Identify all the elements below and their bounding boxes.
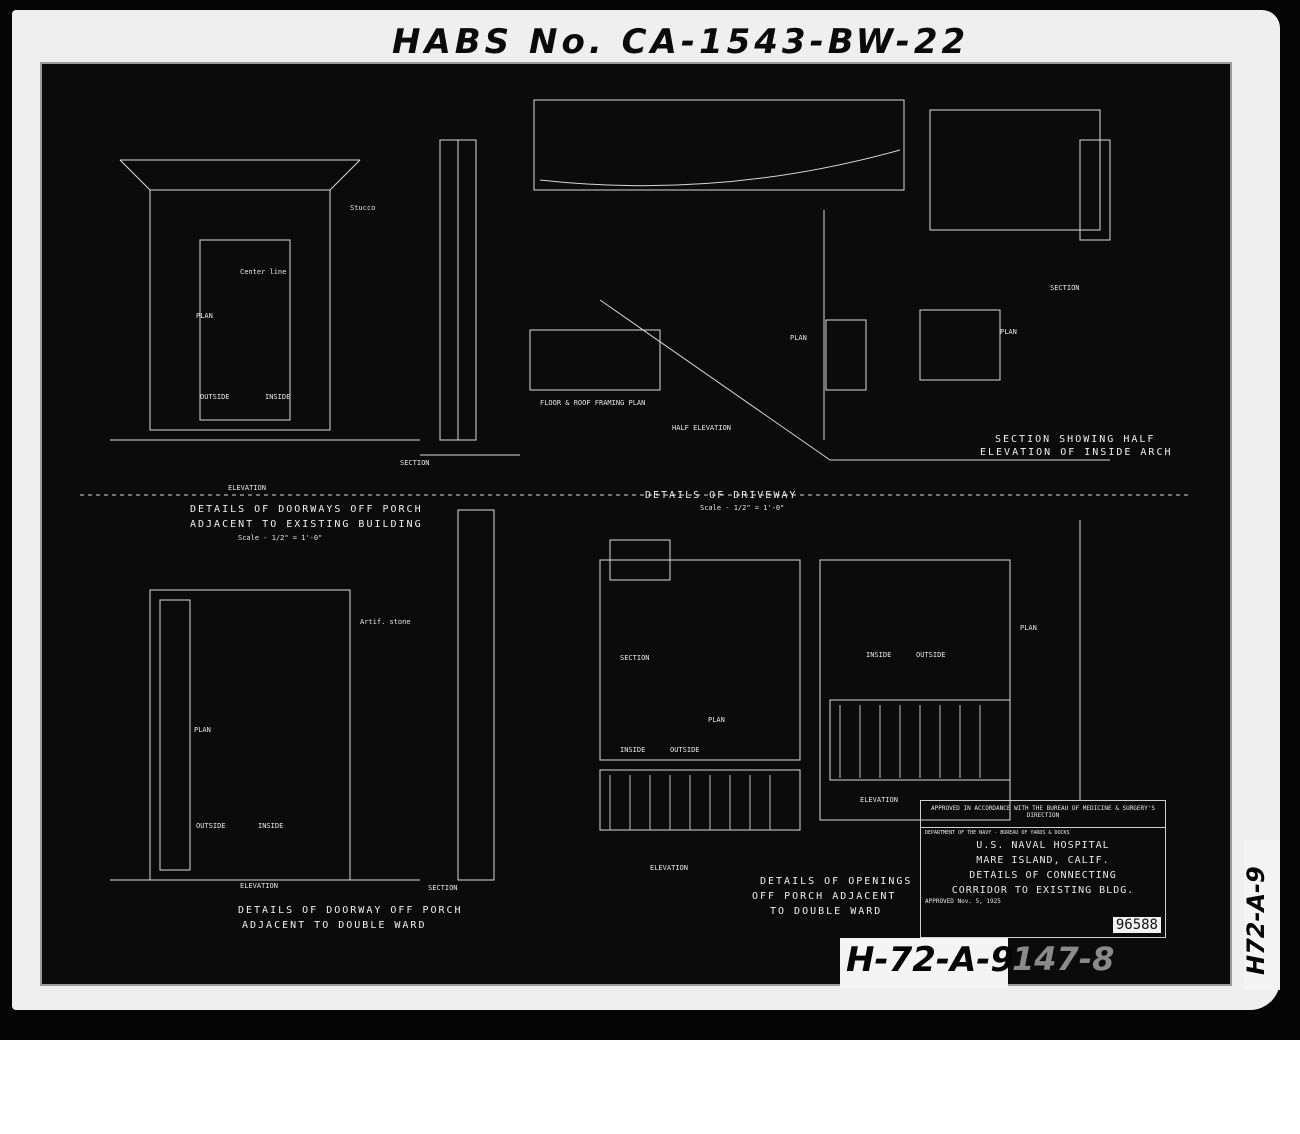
label-outside-tl: OUTSIDE (200, 393, 230, 401)
title-section-half-2: ELEVATION OF INSIDE ARCH (980, 447, 1173, 458)
sheet-tag-background (840, 938, 1008, 988)
drawing-number: 96588 (1112, 917, 1161, 933)
label-center-line: Center line (240, 268, 286, 276)
openings-elevation (599, 559, 801, 761)
sheet-number: 147-8 (1012, 940, 1115, 978)
title-block-line4: CORRIDOR TO EXISTING BLDG. (951, 885, 1135, 896)
title-half-elevation: HALF ELEVATION (672, 424, 731, 432)
blueprint-sheet (40, 62, 1232, 986)
label-scale-tl: Scale - 1/2" = 1'-0" (238, 534, 322, 542)
photo-frame: HABS No. CA-1543-BW-22 (0, 0, 1300, 1040)
label-stucco: Stucco (350, 204, 375, 212)
label-section-tr: SECTION (1050, 284, 1080, 292)
drawing-linework: DETAILS OF DRIVEWAY DETAILS OF DOORWAYS … (80, 99, 1190, 931)
label-plan-tl: PLAN (196, 312, 213, 320)
title-block-line2: MARE ISLAND, CALIF. (976, 855, 1110, 866)
label-section-bl: SECTION (428, 884, 458, 892)
sheet-tag: H-72-A-9 (846, 940, 1015, 980)
label-outside-bl: OUTSIDE (196, 822, 226, 830)
label-outside-bm: OUTSIDE (670, 746, 700, 754)
label-outside-br: OUTSIDE (916, 651, 946, 659)
title-doorways-existing-1: DETAILS OF DOORWAYS OFF PORCH (190, 504, 423, 515)
title-floor-roof: FLOOR & ROOF FRAMING PLAN (540, 399, 645, 407)
title-openings-1: DETAILS OF OPENINGS (760, 876, 912, 887)
label-scale-tm: Scale - 1/2" = 1'-0" (700, 504, 784, 512)
title-section-half-1: SECTION SHOWING HALF (995, 434, 1155, 445)
title-openings-2: OFF PORCH ADJACENT (752, 891, 896, 902)
title-block-line1: U.S. NAVAL HOSPITAL (976, 840, 1110, 851)
floor-framing-plan (529, 329, 661, 391)
side-tag-background (1244, 840, 1280, 990)
label-plan-br: PLAN (1020, 624, 1037, 632)
label-inside-bl: INSIDE (258, 822, 283, 830)
title-doorway-double-2: ADJACENT TO DOUBLE WARD (242, 920, 426, 931)
label-elevation-bl: ELEVATION (240, 882, 278, 890)
label-elevation-bm: ELEVATION (650, 864, 688, 872)
title-block: APPROVED IN ACCORDANCE WITH THE BUREAU O… (920, 800, 1166, 938)
driveway-half-elevation (533, 99, 905, 191)
title-block-department: DEPARTMENT OF THE NAVY - BUREAU OF YARDS… (925, 830, 1070, 836)
label-plan-bl: PLAN (194, 726, 211, 734)
doorway-elevation-tl (149, 189, 331, 431)
title-block-approved-date: APPROVED Nov. 5, 1925 (925, 898, 1001, 905)
title-block-line3: DETAILS OF CONNECTING (969, 870, 1117, 881)
label-elevation-tl: ELEVATION (228, 484, 266, 492)
habs-label: HABS No. CA-1543-BW-22 (392, 22, 970, 62)
label-section-bm: SECTION (620, 654, 650, 662)
label-section-tl: SECTION (400, 459, 430, 467)
doorway-elevation-bl (149, 589, 351, 881)
label-plan-tr: PLAN (1000, 328, 1017, 336)
side-tag: H72-A-9 (1242, 866, 1270, 975)
driveway-detail-br (819, 559, 1011, 821)
section-bl (457, 509, 495, 881)
label-artif-stone: Artif. stone (360, 618, 411, 626)
label-plan-tm: PLAN (790, 334, 807, 342)
label-elevation-br: ELEVATION (860, 796, 898, 804)
label-inside-tl: INSIDE (265, 393, 290, 401)
title-block-approval: APPROVED IN ACCORDANCE WITH THE BUREAU O… (921, 801, 1165, 828)
label-plan-bm: PLAN (708, 716, 725, 724)
title-driveway: DETAILS OF DRIVEWAY (645, 490, 797, 501)
section-tr (929, 109, 1101, 231)
label-inside-br: INSIDE (866, 651, 891, 659)
label-inside-bm: INSIDE (620, 746, 645, 754)
title-doorways-existing-2: ADJACENT TO EXISTING BUILDING (190, 519, 423, 530)
title-openings-3: TO DOUBLE WARD (770, 906, 882, 917)
title-doorway-double-1: DETAILS OF DOORWAY OFF PORCH (238, 905, 463, 916)
